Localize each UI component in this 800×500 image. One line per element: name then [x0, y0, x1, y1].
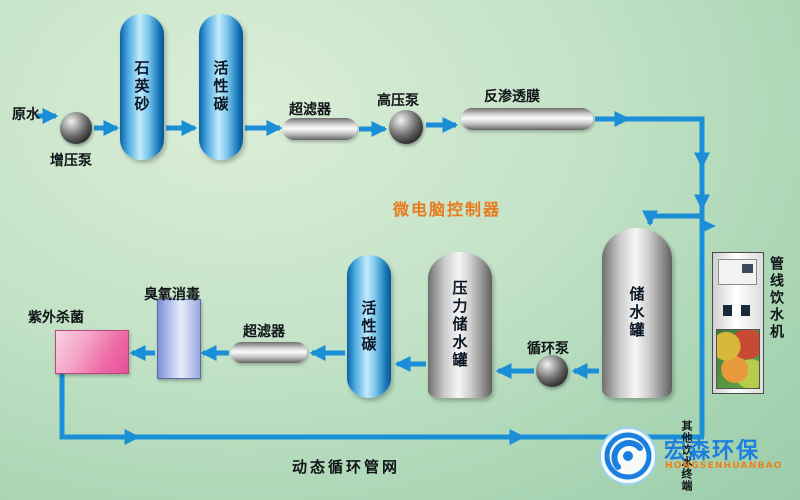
- ro-membrane: [461, 108, 593, 130]
- activated-carbon-top-label: 活性碳: [211, 60, 230, 114]
- controller-label: 微电脑控制器: [393, 200, 502, 219]
- logo-name-en: HONGSENHUANBAO: [665, 461, 783, 471]
- ro-membrane-label: 反渗透膜: [484, 89, 540, 105]
- logo: [598, 426, 658, 490]
- high-pressure-pump-label: 高压泵: [377, 93, 419, 109]
- quartz-sand-label: 石英砂: [132, 60, 151, 114]
- dispenser-panel: [718, 259, 757, 285]
- ozone-disinfection-unit: [157, 299, 201, 379]
- circulation-pump: [536, 355, 568, 387]
- ozone-label: 臭氧消毒: [144, 287, 200, 303]
- dispenser-tap-left: [723, 305, 732, 316]
- dispenser-screen: [742, 264, 753, 273]
- activated-carbon-column-bottom: 活性碳: [347, 255, 391, 398]
- uv-label: 紫外杀菌: [28, 310, 84, 326]
- dispenser-artwork: [716, 329, 760, 389]
- dispenser-tap-right: [741, 305, 750, 316]
- ultrafilter-top: [283, 118, 357, 140]
- raw-water-label: 原水: [12, 107, 40, 123]
- circulation-pump-label: 循环泵: [527, 341, 569, 357]
- logo-name-cn: 宏森环保: [664, 439, 761, 464]
- other-terminals-label: 其他饮水终端: [680, 420, 693, 492]
- high-pressure-pump: [389, 110, 423, 144]
- logo-mark-icon: [599, 427, 657, 485]
- quartz-sand-column: 石英砂: [120, 14, 164, 160]
- pressure-storage-tank: 压力储水罐: [428, 252, 492, 398]
- storage-tank-label: 储水罐: [627, 286, 646, 340]
- water-dispenser: [712, 252, 764, 394]
- booster-pump-label: 增压泵: [50, 153, 92, 169]
- booster-pump: [60, 112, 92, 144]
- dispenser-feed-arrow: [701, 219, 716, 233]
- activated-carbon-bottom-label: 活性碳: [359, 299, 378, 354]
- ultrafilter-bottom-label: 超滤器: [243, 324, 285, 340]
- uv-sterilizer-unit: [55, 330, 129, 374]
- pipeline-dispenser-label: 管线饮水机: [768, 256, 784, 341]
- activated-carbon-column-top: 活性碳: [199, 14, 243, 160]
- pipe-network-label: 动态循环管网: [292, 458, 401, 476]
- ultrafilter-top-label: 超滤器: [289, 102, 331, 118]
- ultrafilter-bottom: [231, 342, 307, 363]
- pressure-storage-tank-label: 压力储水罐: [450, 280, 469, 370]
- storage-tank: 储水罐: [602, 228, 672, 398]
